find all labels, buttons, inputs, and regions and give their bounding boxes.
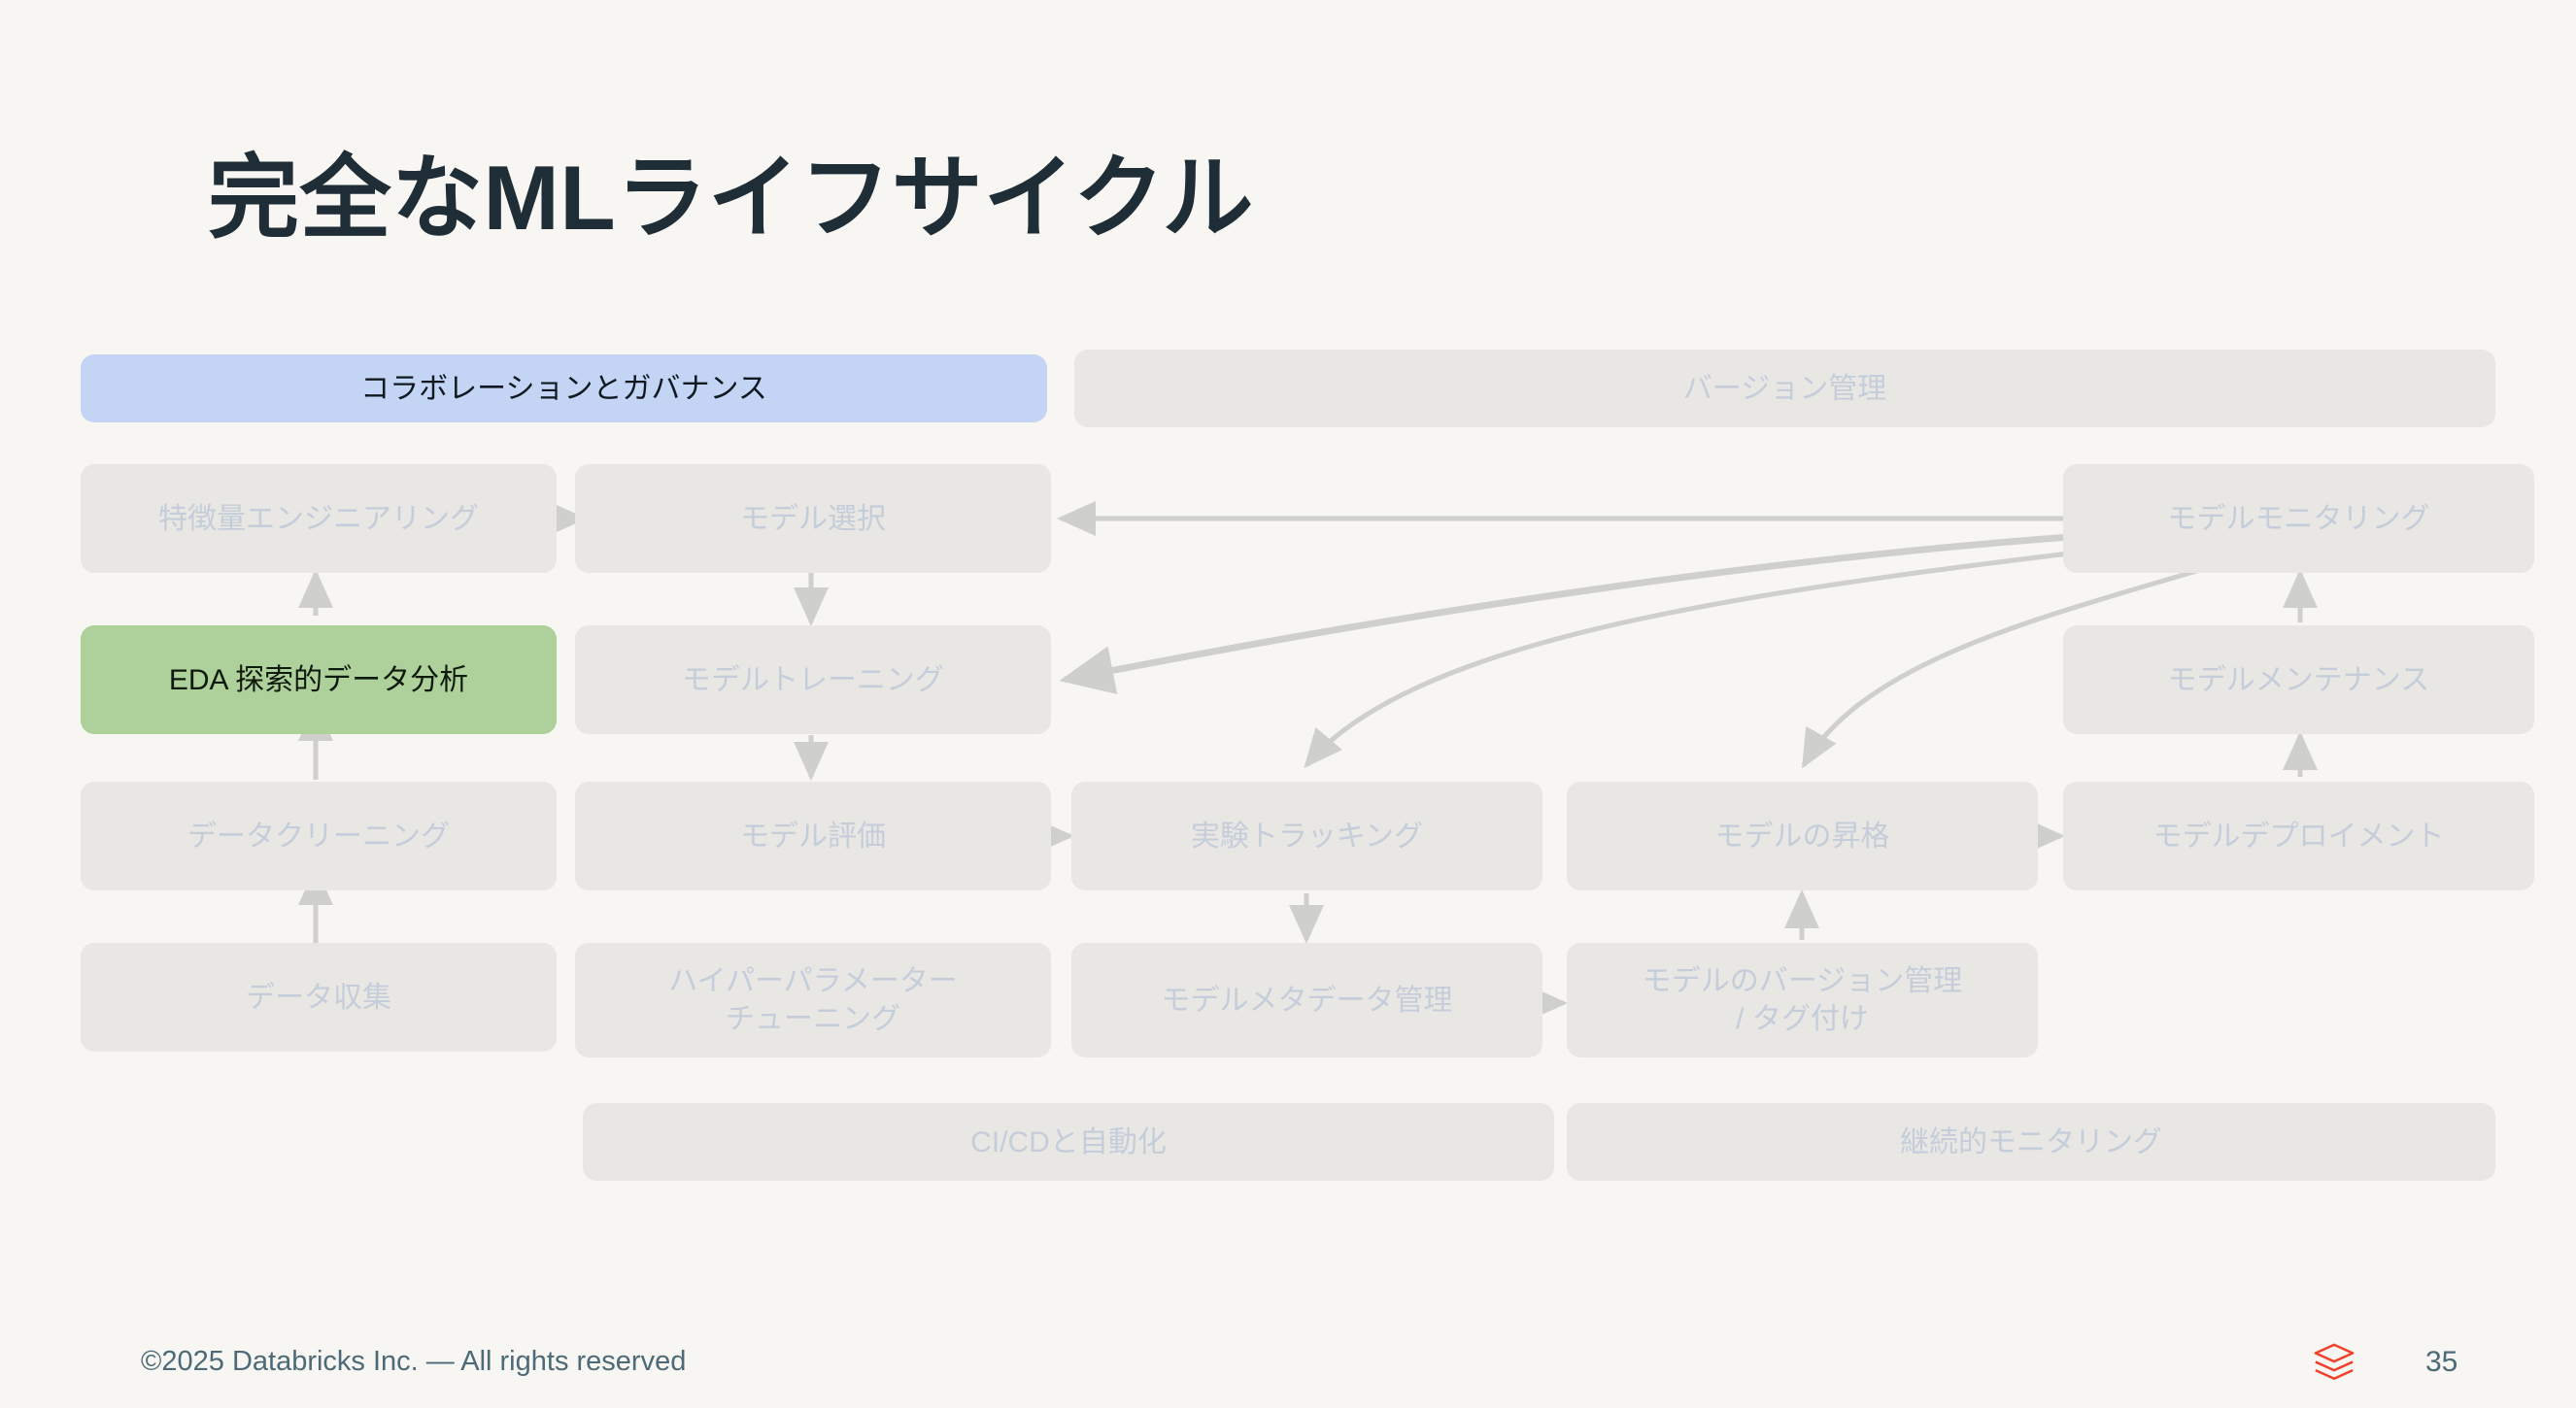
node-model-monitoring-label: モデルモニタリング (2167, 502, 2430, 535)
banner-continuous-monitoring[interactable]: 継続的モニタリング (1567, 1103, 2495, 1181)
node-hyperparameter-tuning[interactable]: ハイパーパラメーター チューニング (575, 943, 1051, 1057)
node-experiment-tracking[interactable]: 実験トラッキング (1071, 782, 1542, 890)
node-feature-engineering-label: 特徴量エンジニアリング (158, 502, 479, 535)
node-model-training[interactable]: モデルトレーニング (575, 625, 1051, 734)
node-experiment-tracking-label: 実験トラッキング (1190, 820, 1424, 853)
banner-cicd-automation[interactable]: CI/CDと自動化 (583, 1103, 1554, 1181)
node-model-versioning-tagging-label: モデルのバージョン管理 / タグ付け (1642, 965, 1963, 1035)
node-model-metadata[interactable]: モデルメタデータ管理 (1071, 943, 1542, 1057)
node-model-monitoring[interactable]: モデルモニタリング (2063, 464, 2534, 573)
node-model-metadata-label: モデルメタデータ管理 (1161, 984, 1453, 1017)
node-data-cleaning[interactable]: データクリーニング (81, 782, 557, 890)
banner-cicd-automation-label: CI/CDと自動化 (970, 1125, 1167, 1158)
node-feature-engineering[interactable]: 特徴量エンジニアリング (81, 464, 557, 573)
node-model-deployment[interactable]: モデルデプロイメント (2063, 782, 2534, 890)
banner-collaboration-governance[interactable]: コラボレーションとガバナンス (81, 354, 1047, 422)
copyright-footer: ©2025 Databricks Inc. — All rights reser… (141, 1346, 687, 1377)
node-model-selection[interactable]: モデル選択 (575, 464, 1051, 573)
node-model-training-label: モデルトレーニング (682, 663, 944, 696)
node-eda-label: EDA 探索的データ分析 (168, 663, 469, 696)
node-model-promotion-label: モデルの昇格 (1714, 820, 1890, 853)
node-model-deployment-label: モデルデプロイメント (2152, 820, 2445, 853)
banner-collaboration-governance-label: コラボレーションとガバナンス (360, 372, 767, 405)
node-model-promotion[interactable]: モデルの昇格 (1567, 782, 2038, 890)
node-data-cleaning-label: データクリーニング (187, 820, 450, 853)
banner-version-control[interactable]: バージョン管理 (1074, 350, 2495, 427)
node-model-evaluation[interactable]: モデル評価 (575, 782, 1051, 890)
banner-continuous-monitoring-label: 継続的モニタリング (1900, 1125, 2162, 1158)
databricks-logo-icon (2314, 1343, 2355, 1381)
node-model-maintenance-label: モデルメンテナンス (2167, 663, 2430, 696)
node-model-evaluation-label: モデル評価 (740, 820, 886, 853)
node-model-maintenance[interactable]: モデルメンテナンス (2063, 625, 2534, 734)
node-data-collection[interactable]: データ収集 (81, 943, 557, 1052)
node-hyperparameter-tuning-label: ハイパーパラメーター チューニング (668, 965, 958, 1035)
page-title: 完全なMLライフサイクル (208, 147, 1255, 249)
node-eda[interactable]: EDA 探索的データ分析 (81, 625, 557, 734)
page-number: 35 (2425, 1346, 2458, 1378)
node-model-versioning-tagging[interactable]: モデルのバージョン管理 / タグ付け (1567, 943, 2038, 1057)
node-model-selection-label: モデル選択 (740, 502, 886, 535)
node-data-collection-label: データ収集 (246, 981, 391, 1014)
banner-version-control-label: バージョン管理 (1682, 372, 1887, 405)
